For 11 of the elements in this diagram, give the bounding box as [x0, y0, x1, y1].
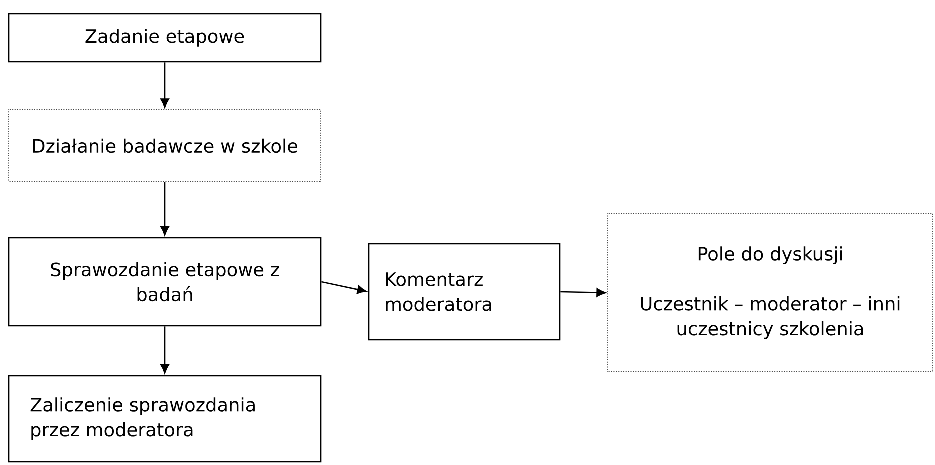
- process-box: Sprawozdanie etapowe z badań: [8, 237, 322, 327]
- arrow: [322, 281, 367, 294]
- process-box: Zadanie etapowe: [8, 13, 322, 63]
- process-box: Zaliczenie sprawozdania przez moderatora: [8, 375, 322, 463]
- process-box: Komentarz moderatora: [368, 243, 561, 341]
- arrow: [160, 326, 170, 374]
- arrow: [560, 288, 606, 298]
- arrow: [160, 62, 170, 108]
- dotted-box: Działanie badawcze w szkole: [8, 110, 322, 182]
- arrow: [160, 182, 170, 236]
- dotted-box: Pole do dyskusji Uczestnik – moderator – inni uczestnicy szkolenia: [608, 214, 934, 372]
